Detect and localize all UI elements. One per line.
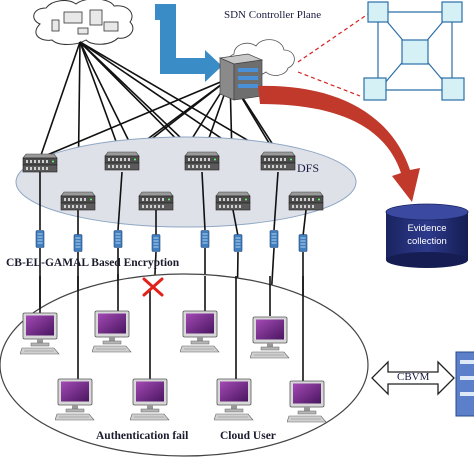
controller-link-arrow (155, 4, 222, 82)
evidence-database (385, 203, 469, 268)
tablet-icon (89, 9, 103, 26)
user-computer-icon (20, 312, 60, 355)
cloud-user-region (0, 273, 369, 457)
topology-node (363, 77, 387, 101)
storage-server-icon (233, 234, 243, 252)
topology-links (297, 13, 369, 97)
storage-server-icon (298, 234, 308, 252)
cloud-user-label: Cloud User (220, 430, 276, 442)
sdn-controller-label: SDN Controller Plane (224, 9, 322, 21)
dfs-switch (215, 191, 251, 211)
storage-server-icon (151, 234, 161, 252)
user-computer-icon (287, 380, 327, 423)
dfs-switch (22, 153, 58, 173)
sdn-controller-server (218, 53, 264, 101)
evidence-label-line2: collection (407, 236, 447, 247)
user-links (39, 274, 304, 384)
user-computer-icon (55, 378, 95, 421)
user-computer-icon (214, 378, 254, 421)
device-icon (103, 21, 119, 32)
storage-server-icon (35, 230, 45, 248)
dfs-switch (288, 191, 324, 211)
evidence-label-line1: Evidence (407, 223, 447, 234)
storage-server-icon (200, 230, 210, 248)
topology-node (441, 1, 463, 23)
evidence-label: Evidence collection (388, 222, 466, 248)
cbvm-server (455, 351, 474, 417)
dfs-switch (184, 151, 220, 171)
user-computer-icon (180, 310, 220, 353)
encryption-label: CB-EL-GAMAL Based Encryption (6, 257, 180, 269)
topology-node (441, 77, 465, 101)
devices-cloud (33, 0, 134, 45)
sdn-topology (363, 1, 465, 101)
evidence-arrow (258, 85, 420, 202)
dfs-switch (138, 191, 174, 211)
laptop-icon (63, 11, 83, 24)
topology-node (401, 39, 429, 65)
dfs-switch (260, 151, 296, 171)
dfs-switch (60, 191, 96, 211)
dfs-switch (104, 151, 140, 171)
user-computer-icon (130, 378, 170, 421)
storage-server-icon (113, 230, 123, 248)
user-computer-icon (250, 316, 290, 359)
storage-server-icon (73, 234, 83, 252)
topology-node (367, 1, 389, 23)
storage-server-icon (269, 230, 279, 248)
auth-fail-label: Authentication fail (96, 430, 189, 442)
dfs-label: DFS (297, 161, 320, 175)
cbvm-double-arrow (371, 360, 455, 396)
cbvm-label: CBVM (397, 371, 430, 383)
user-computer-icon (92, 310, 132, 353)
camera-icon (77, 27, 89, 35)
phone-icon (51, 19, 60, 32)
auth-fail-mark (142, 277, 164, 297)
